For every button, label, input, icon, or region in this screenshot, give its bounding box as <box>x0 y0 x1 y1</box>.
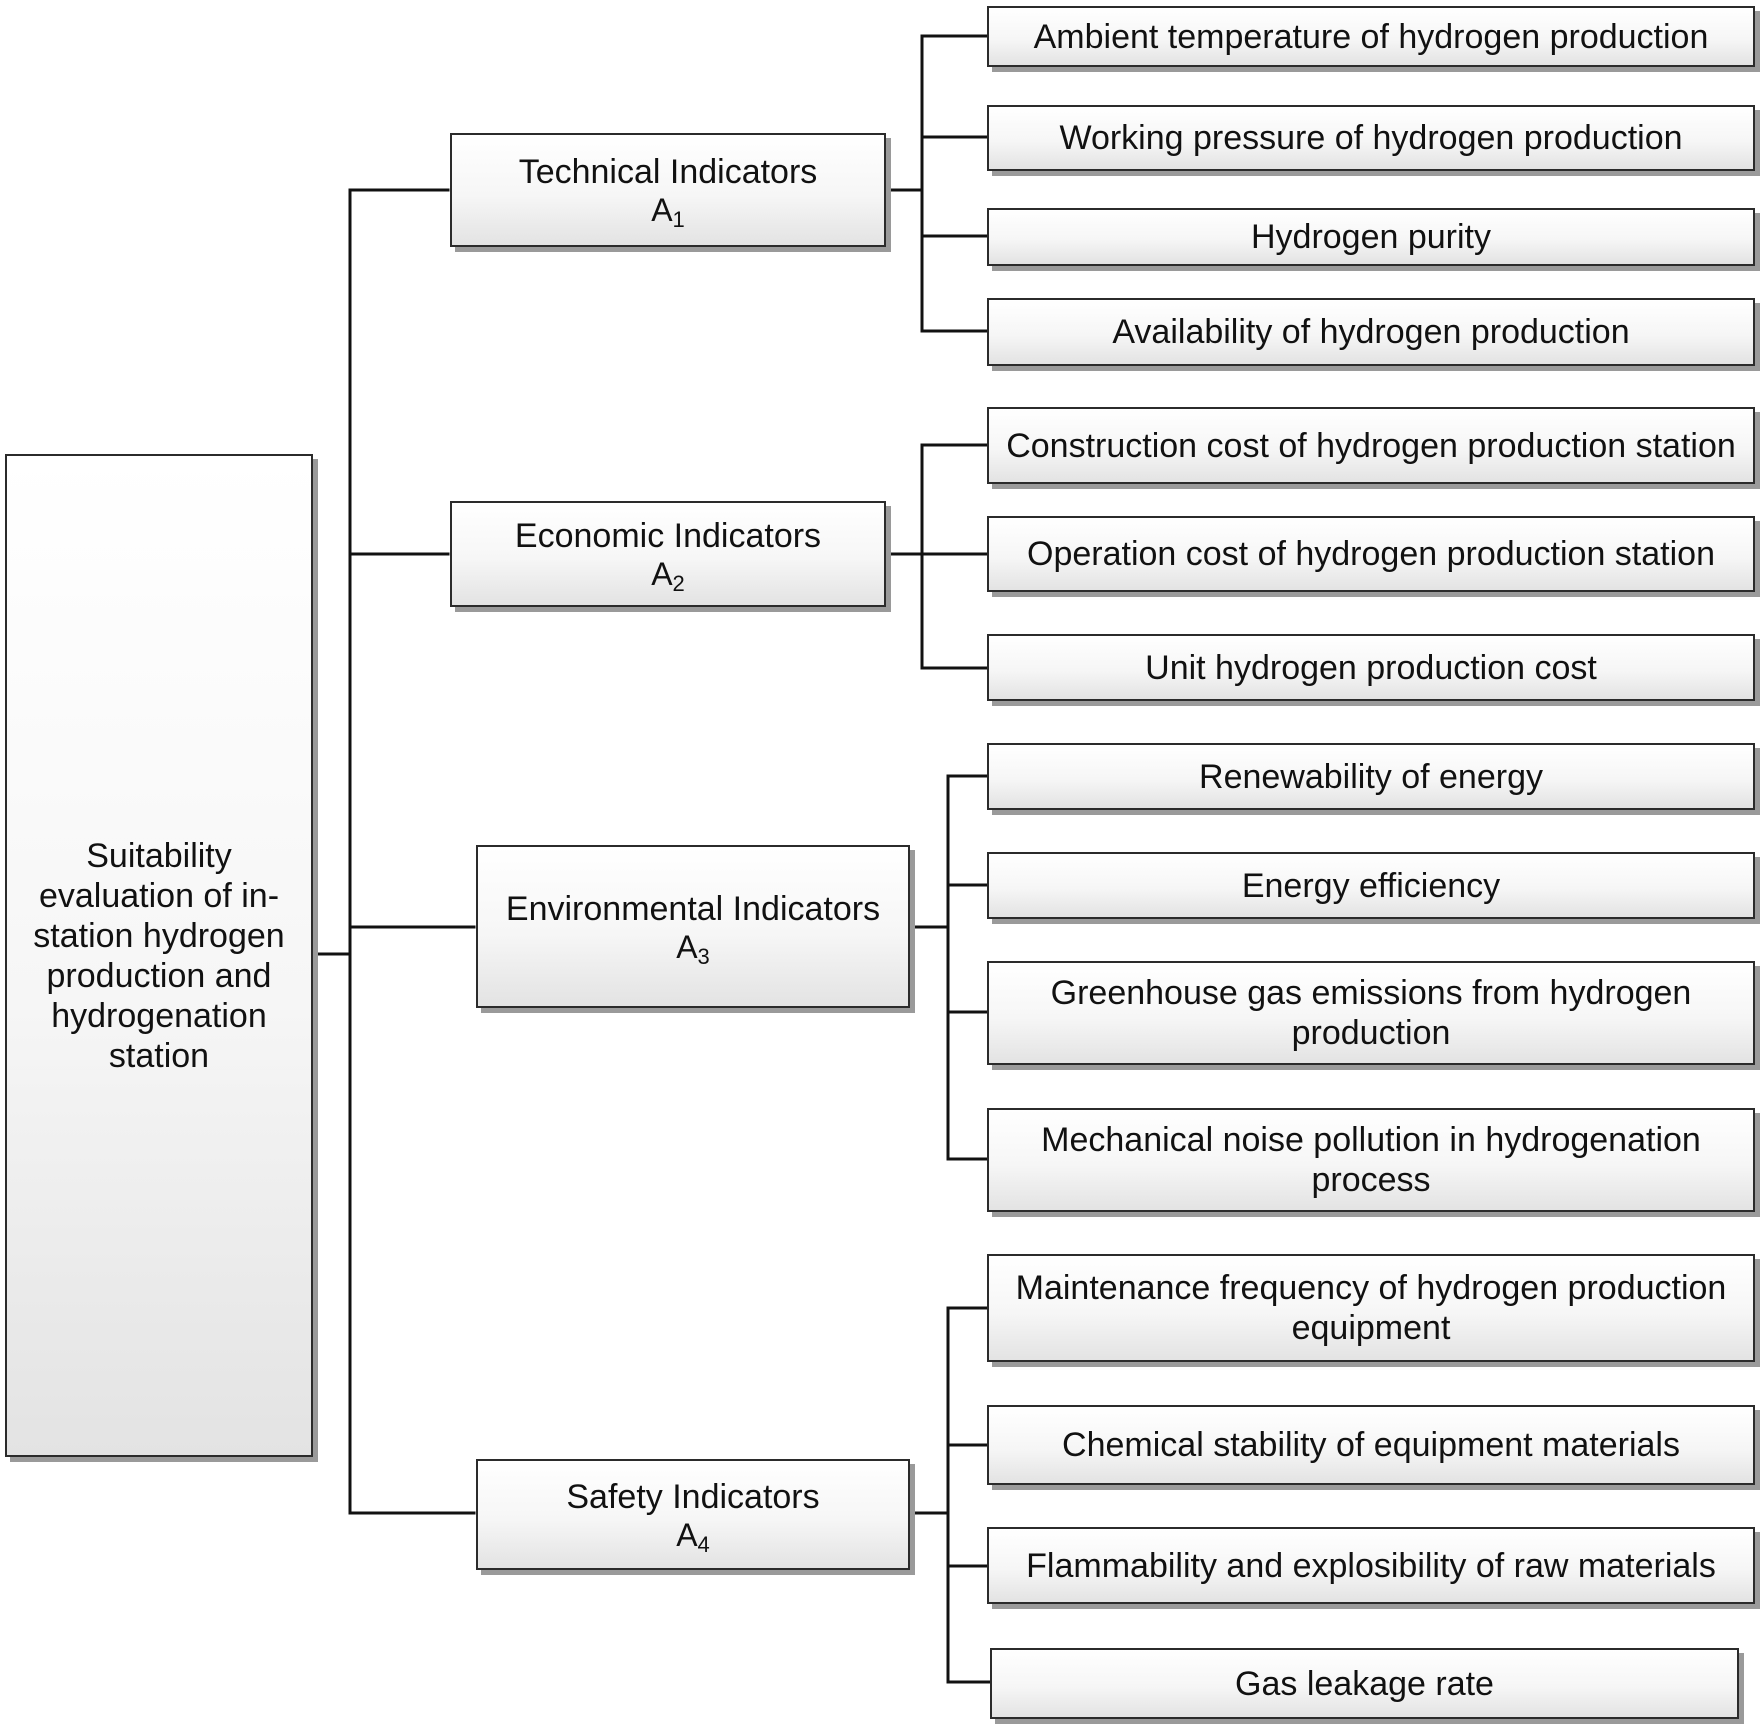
connector-root-to-criteria <box>310 188 476 1515</box>
criterion-label: Environmental Indicators <box>505 889 881 928</box>
connector-technical <box>884 34 989 333</box>
indicator-maintenance-frequency: Maintenance frequency of hydrogen produc… <box>987 1254 1755 1362</box>
indicator-energy-efficiency: Energy efficiency <box>987 852 1755 919</box>
indicator-mechanical-noise: Mechanical noise pollution in hydrogenat… <box>987 1108 1755 1212</box>
indicator-gas-leakage: Gas leakage rate <box>990 1648 1739 1719</box>
indicator-working-pressure: Working pressure of hydrogen production <box>987 105 1755 171</box>
connector-economic <box>884 443 989 670</box>
criterion-code: A3 <box>676 928 710 969</box>
indicator-ambient-temperature: Ambient temperature of hydrogen producti… <box>987 6 1755 67</box>
indicator-unit-production-cost: Unit hydrogen production cost <box>987 634 1755 701</box>
indicator-chemical-stability: Chemical stability of equipment material… <box>987 1405 1755 1485</box>
connector-safety <box>908 1306 992 1684</box>
criterion-label: Economic Indicators <box>514 517 822 555</box>
connector-environmental <box>908 774 989 1161</box>
root-node: Suitability evaluation of in-station hyd… <box>5 454 313 1457</box>
criterion-code: A4 <box>676 1516 710 1557</box>
indicator-operation-cost: Operation cost of hydrogen production st… <box>987 516 1755 592</box>
indicator-hydrogen-purity: Hydrogen purity <box>987 208 1755 266</box>
indicator-construction-cost: Construction cost of hydrogen production… <box>987 407 1755 484</box>
indicator-availability: Availability of hydrogen production <box>987 298 1755 366</box>
criterion-code: A2 <box>651 556 685 596</box>
indicator-flammability: Flammability and explosibility of raw ma… <box>987 1527 1755 1604</box>
criterion-environmental: Environmental Indicators A3 <box>476 845 910 1008</box>
criterion-label: Technical Indicators <box>518 153 818 191</box>
indicator-renewability: Renewability of energy <box>987 743 1755 810</box>
criterion-label: Safety Indicators <box>566 1477 820 1516</box>
criterion-technical: Technical Indicators A1 <box>450 133 886 247</box>
criterion-code: A1 <box>651 192 685 232</box>
root-label: Suitability evaluation of in-station hyd… <box>33 836 285 1075</box>
indicator-greenhouse-gas: Greenhouse gas emissions from hydrogen p… <box>987 961 1755 1065</box>
criterion-safety: Safety Indicators A4 <box>476 1459 910 1570</box>
criterion-economic: Economic Indicators A2 <box>450 501 886 607</box>
